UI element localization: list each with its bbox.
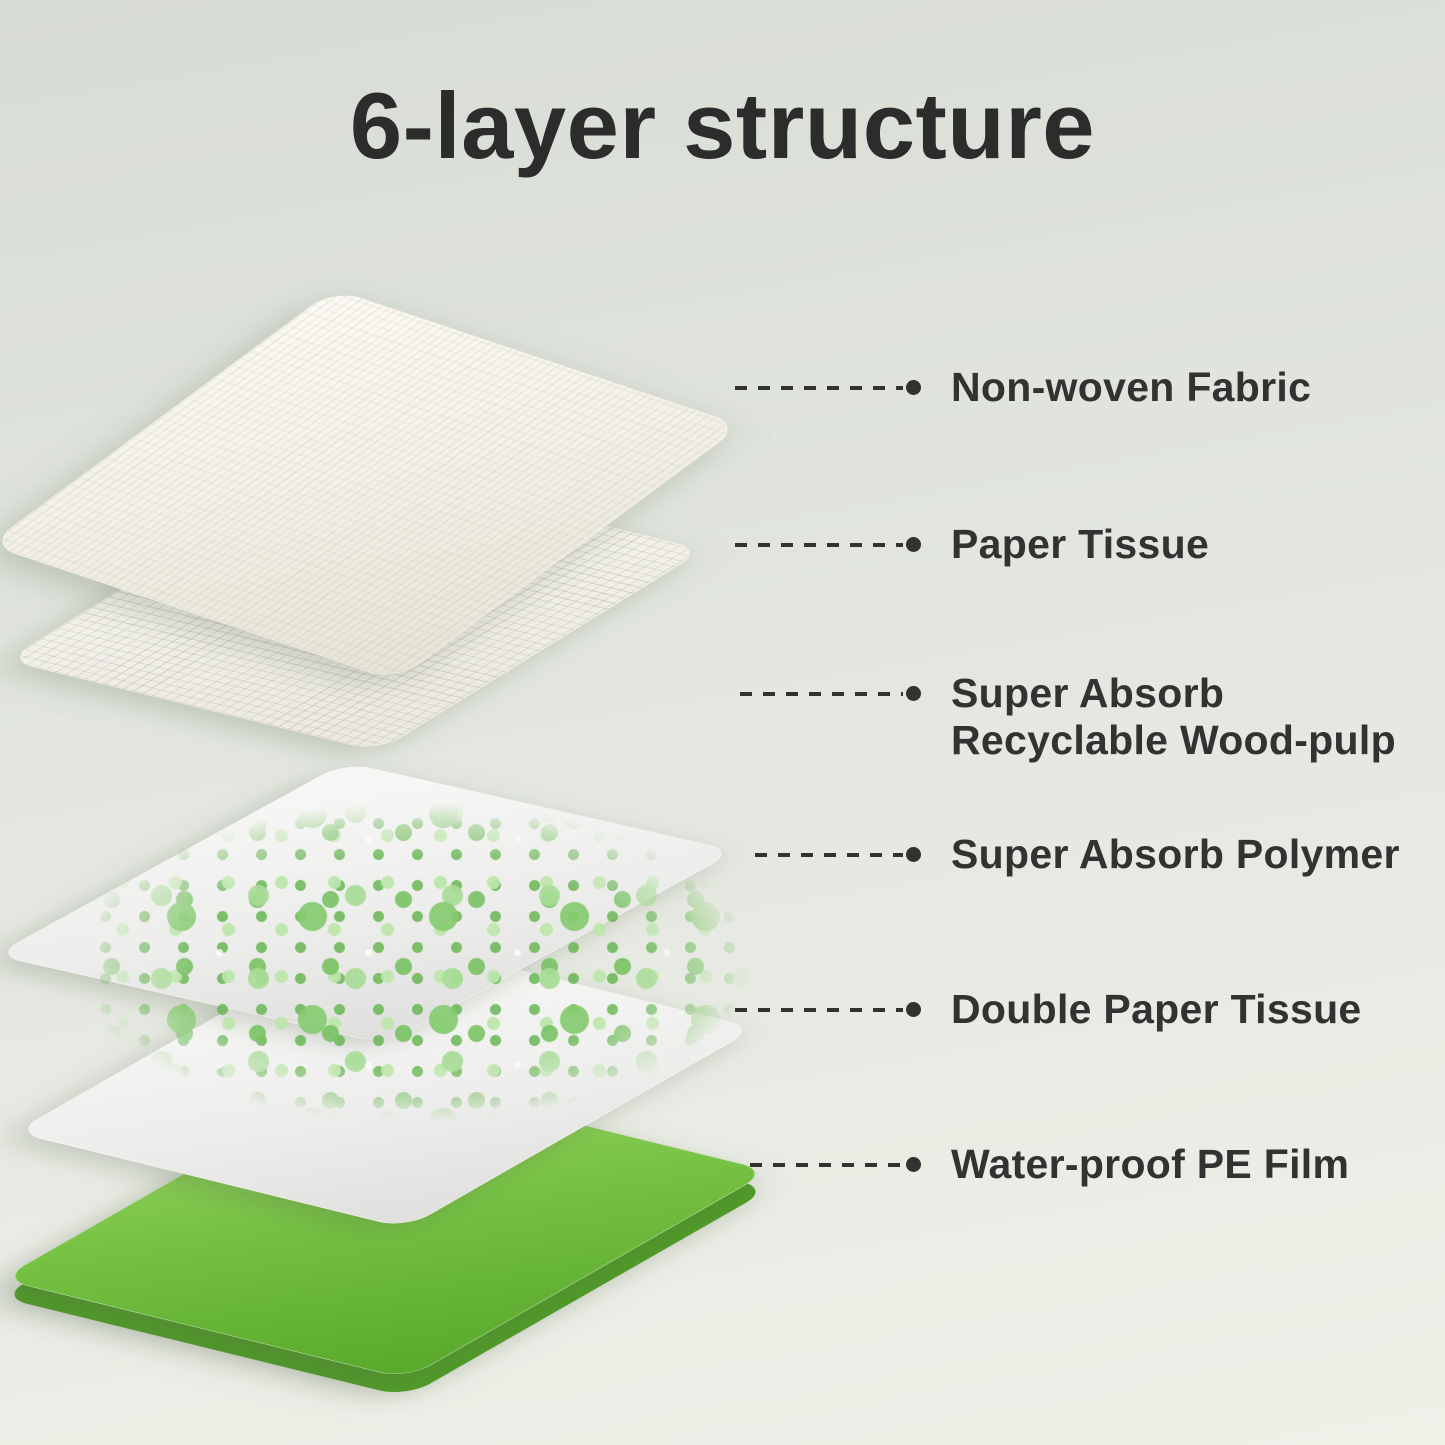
callout-wood-pulp: Super Absorb Recyclable Wood-pulp <box>740 670 1411 764</box>
layer-label: Water-proof PE Film <box>951 1141 1350 1187</box>
layer-label: Non-woven Fabric <box>951 364 1312 410</box>
bullet-dot <box>906 1002 921 1018</box>
layer-polymer-beads <box>0 762 840 1162</box>
page-title: 6-layer structure <box>349 73 1096 178</box>
leader-line <box>735 542 903 547</box>
leader-line <box>735 385 903 390</box>
callout-polymer: Super Absorb Polymer <box>755 831 1400 878</box>
bullet-dot <box>906 847 921 863</box>
layer-label: Super Absorb Polymer <box>951 831 1400 877</box>
bullet-dot <box>906 1157 921 1173</box>
layer-label: Super Absorb Recyclable Wood-pulp <box>951 670 1396 764</box>
callout-double-paper-tissue: Double Paper Tissue <box>735 986 1362 1033</box>
leader-line <box>755 852 903 857</box>
layer-label: Paper Tissue <box>951 521 1210 567</box>
callout-non-woven-fabric: Non-woven Fabric <box>735 364 1311 411</box>
bullet-dot <box>906 537 921 553</box>
callout-pe-film: Water-proof PE Film <box>750 1141 1349 1188</box>
bullet-dot <box>906 686 921 701</box>
bullet-dot <box>906 380 921 396</box>
layer-label: Double Paper Tissue <box>951 986 1362 1032</box>
leader-line <box>735 1007 903 1012</box>
leader-line <box>750 1162 903 1167</box>
leader-line <box>740 692 903 696</box>
callout-paper-tissue: Paper Tissue <box>735 521 1209 568</box>
